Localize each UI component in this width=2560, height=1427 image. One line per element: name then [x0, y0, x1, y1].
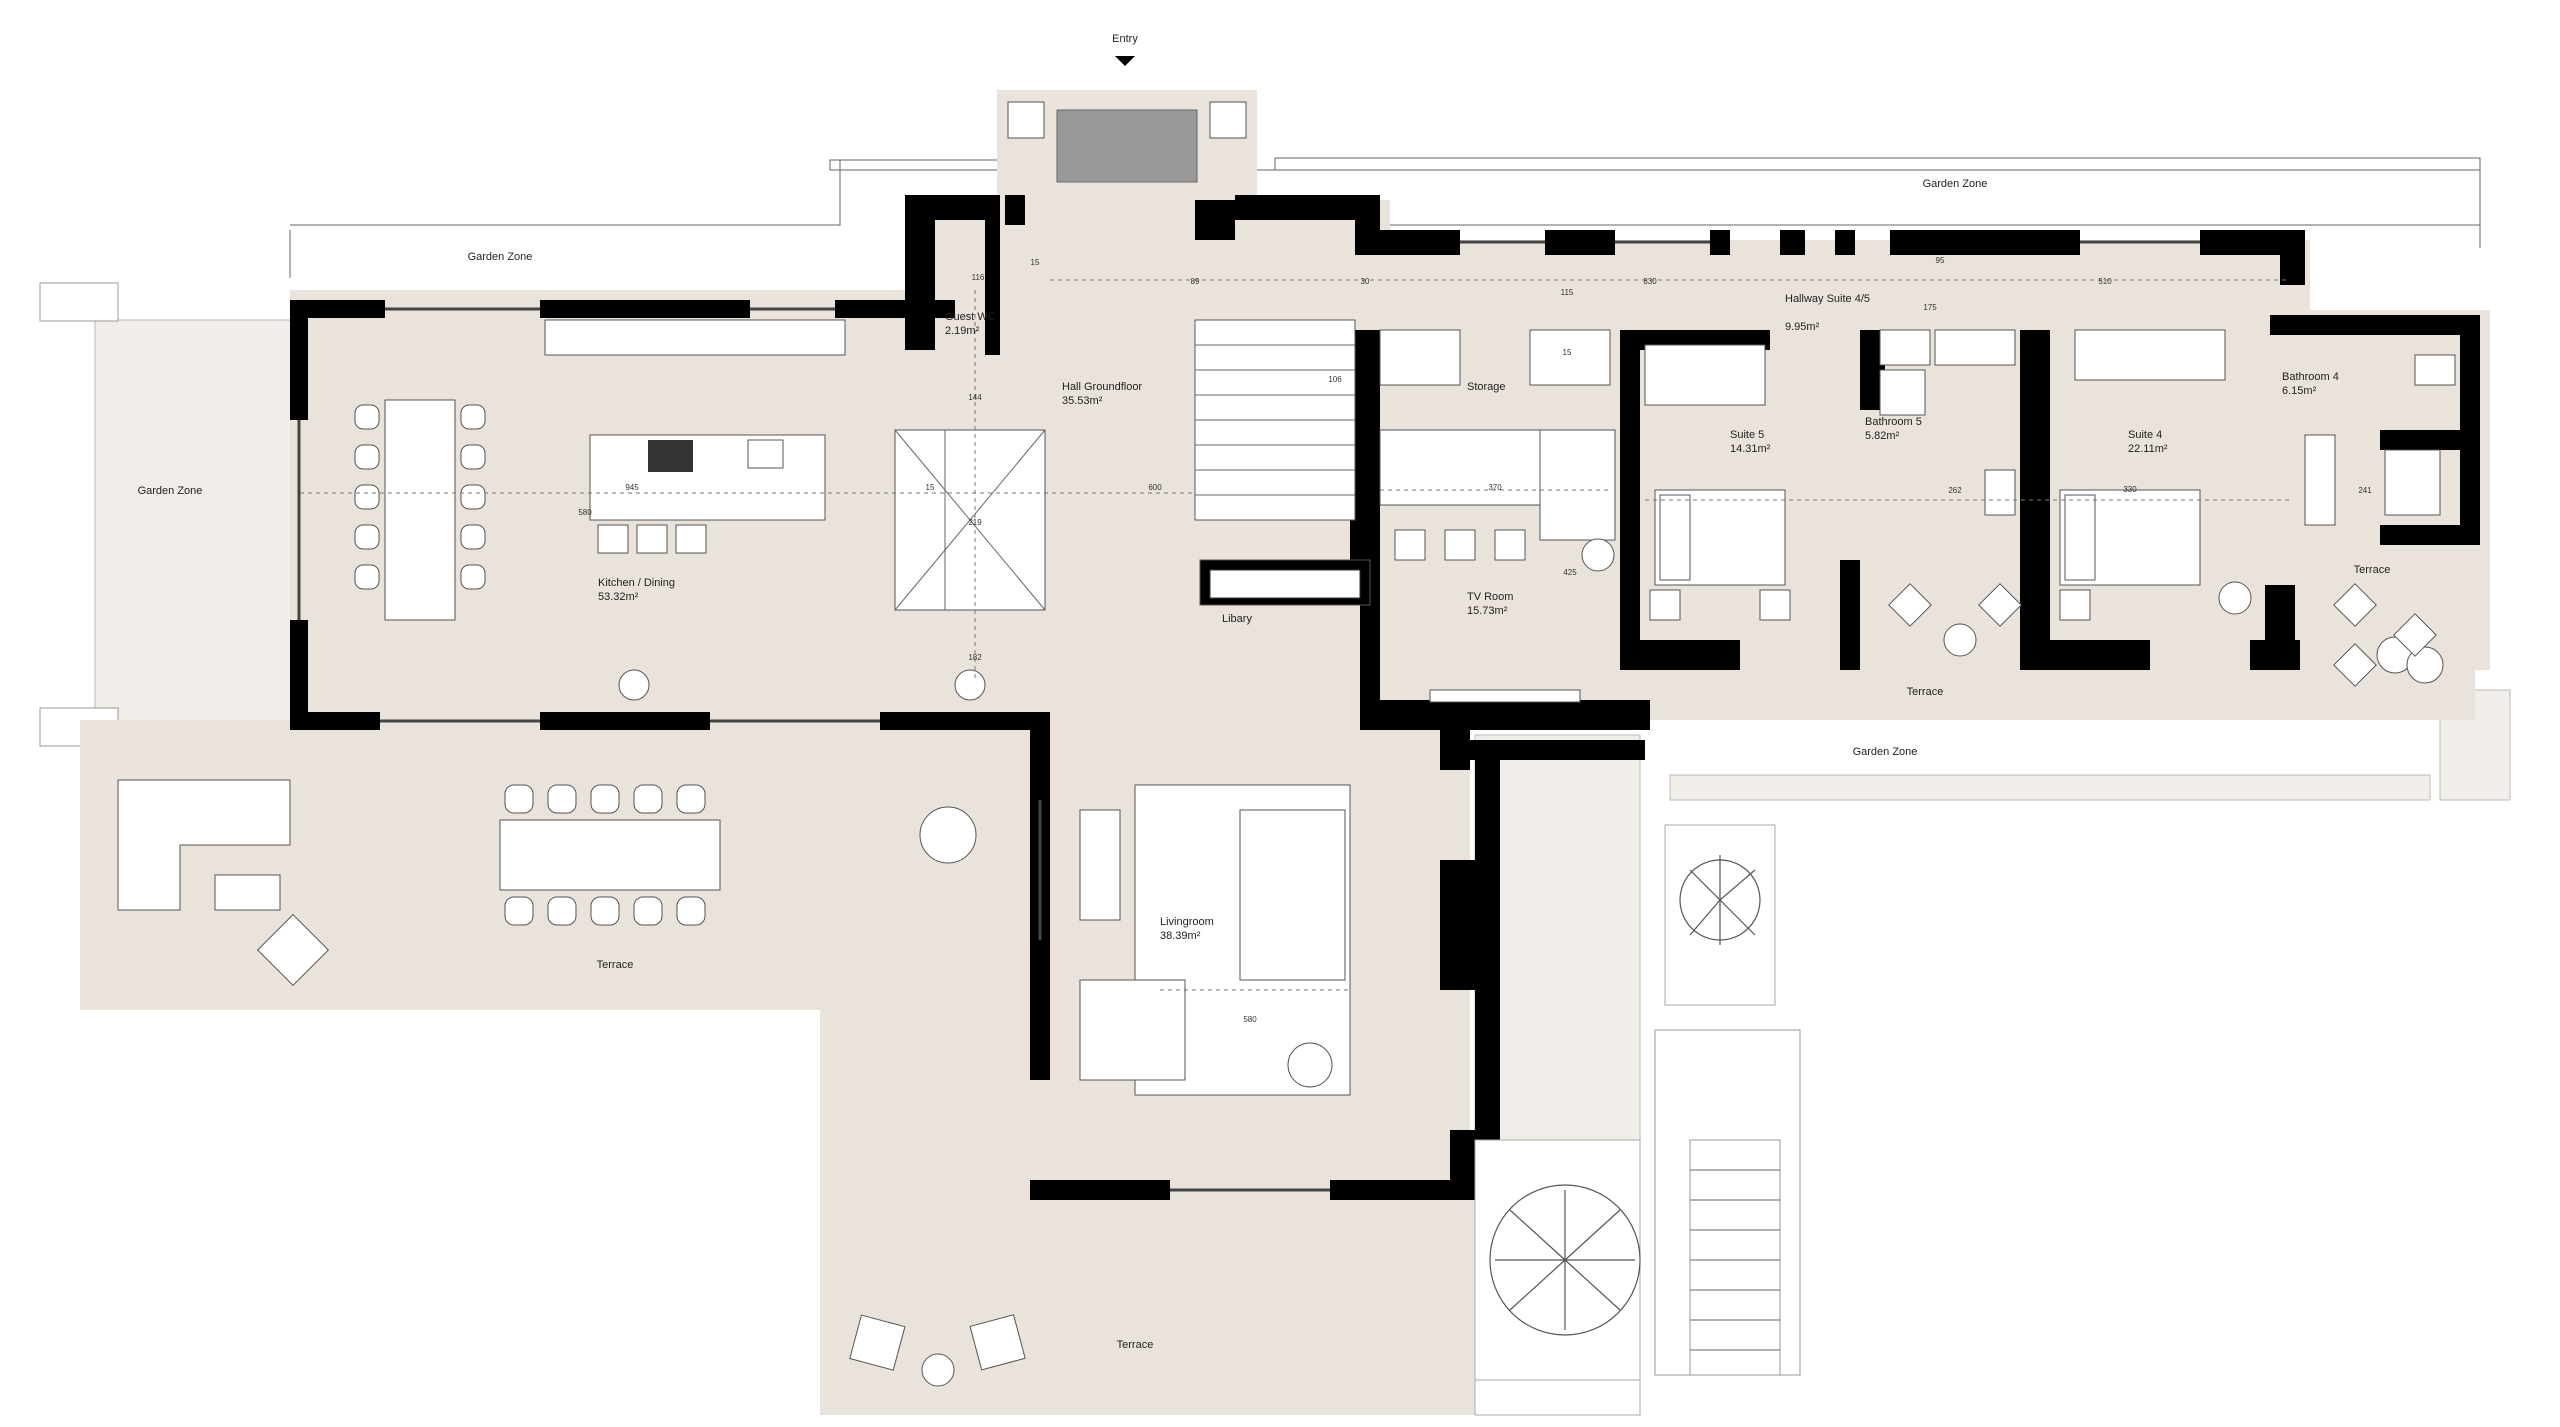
kitchen-counter: [544, 319, 846, 356]
outdoor-table: [499, 819, 721, 891]
room-name: TV Room: [1467, 591, 1513, 603]
zone-labels: Garden Zone Garden Zone Garden Zone Gard…: [138, 178, 2391, 1351]
room-area: 15.73m²: [1467, 605, 1508, 617]
room-area: 5.82m²: [1865, 430, 1900, 442]
dim-116: 116: [972, 273, 985, 282]
zone-label: Terrace: [1907, 686, 1944, 698]
dim-600: 600: [1148, 483, 1162, 492]
dim-95: 95: [1936, 256, 1945, 265]
dim-144: 144: [968, 393, 982, 402]
zone-label: Garden Zone: [1923, 178, 1988, 190]
dim-580: 580: [1243, 1015, 1257, 1024]
dim-262: 262: [1948, 486, 1962, 495]
room-name: Bathroom 4: [2282, 371, 2339, 383]
wardrobe-suite-5: [1644, 344, 1766, 406]
room-area: 38.39m²: [1160, 930, 1201, 942]
terrace-furniture: [117, 583, 2444, 1387]
dimension-lines: [300, 279, 2290, 991]
zone-label: Terrace: [597, 959, 634, 971]
dim-89: 89: [1191, 277, 1200, 286]
dim-370: 370: [1488, 483, 1502, 492]
room-name: Hallway Suite 4/5: [1785, 293, 1870, 305]
furniture: [117, 319, 2456, 1387]
exterior-stair: [1689, 1139, 1781, 1376]
tv-sofa: [1379, 429, 1541, 506]
landscaping: [1474, 824, 1781, 1381]
room-name: Storage: [1467, 381, 1506, 393]
windows: [297, 240, 2200, 1192]
dim-182: 182: [968, 653, 982, 662]
entry-label: Entry: [1112, 33, 1138, 45]
dining-chairs: [354, 404, 486, 590]
room-area: 6.15m²: [2282, 385, 2317, 397]
dim-219: 219: [968, 518, 982, 527]
zone-label: Terrace: [1117, 1339, 1154, 1351]
dim-945: 945: [625, 483, 639, 492]
dim-115: 115: [1561, 288, 1574, 297]
staircase: [1194, 319, 1356, 521]
dim-580-kitchen: 580: [578, 508, 592, 517]
dim-175: 175: [1923, 303, 1937, 312]
dim-241: 241: [2358, 486, 2372, 495]
livingroom-furniture: [1079, 784, 1351, 1096]
room-labels: Guest WC 2.19m² Hall Groundfloor 35.53m²…: [598, 293, 2339, 942]
dim-15-storage: 15: [1563, 348, 1572, 357]
entry-area: Entry: [997, 33, 1257, 200]
dim-425: 425: [1563, 568, 1577, 577]
room-name: Hall Groundfloor: [1062, 381, 1142, 393]
zone-label: Garden Zone: [468, 251, 533, 263]
zone-label: Garden Zone: [1853, 746, 1918, 758]
room-name: Suite 4: [2128, 429, 2162, 441]
dining-table: [384, 399, 456, 621]
room-area: 35.53m²: [1062, 395, 1103, 407]
dim-106: 106: [1328, 375, 1342, 384]
room-name: Guest WC: [945, 311, 996, 323]
room-area: 2.19m²: [945, 325, 980, 337]
room-name: Bathroom 5: [1865, 416, 1922, 428]
dim-830: 830: [1643, 277, 1657, 286]
zone-label: Terrace: [2354, 564, 2391, 576]
room-area: 9.95m²: [1785, 321, 1820, 333]
tree-icon: [1489, 1184, 1641, 1336]
room-area: 53.32m²: [598, 591, 639, 603]
room-name: Suite 5: [1730, 429, 1764, 441]
dimension-texts: 945 600 580 15 219 182 144 370 425 830 5…: [578, 256, 2372, 1024]
room-name: Libary: [1222, 613, 1252, 625]
entry-arrow-icon: [1115, 56, 1135, 66]
dim-30: 30: [1361, 277, 1370, 286]
zone-label: Garden Zone: [138, 485, 203, 497]
dim-15-wc: 15: [1031, 258, 1040, 267]
room-name: Livingroom: [1160, 916, 1214, 928]
room-name: Kitchen / Dining: [598, 577, 675, 589]
room-area: 14.31m²: [1730, 443, 1771, 455]
dim-510: 510: [2098, 277, 2112, 286]
kitchen-island: [589, 434, 826, 521]
dim-330: 330: [2123, 485, 2137, 494]
dim-15: 15: [926, 483, 935, 492]
room-area: 22.11m²: [2128, 443, 2168, 455]
